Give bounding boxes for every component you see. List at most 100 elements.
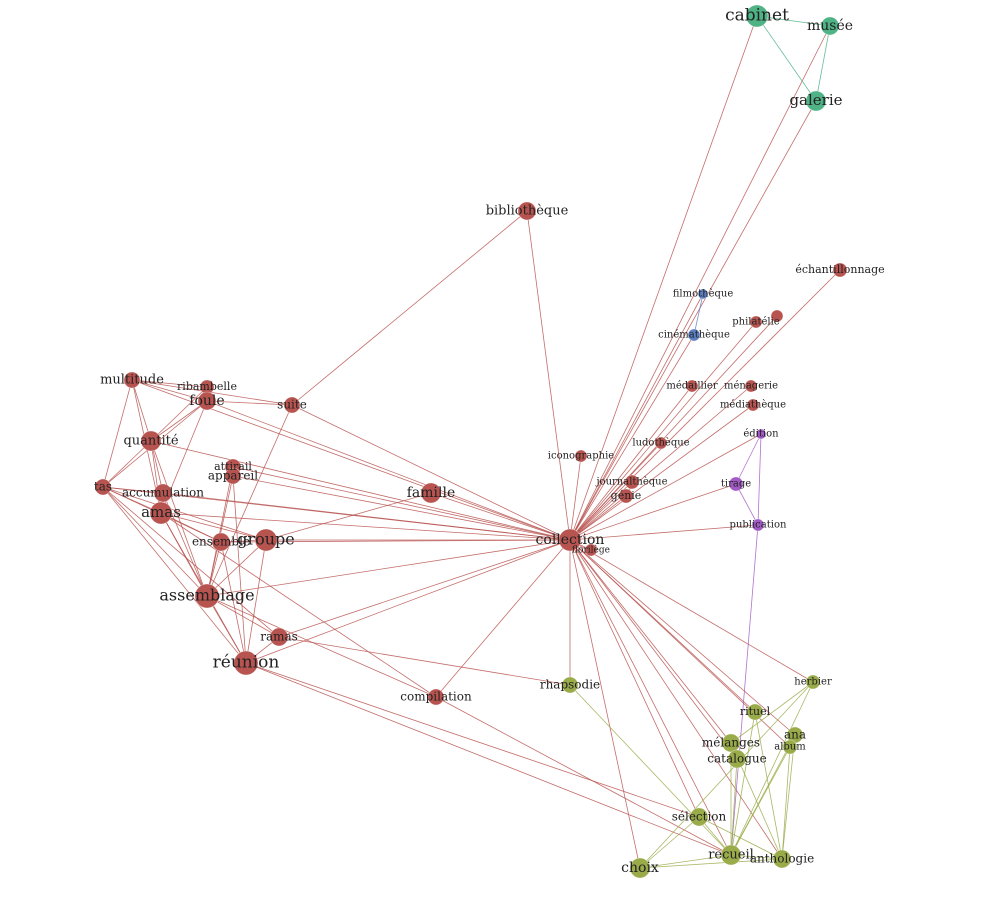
node-amas[interactable] [149, 501, 173, 525]
edge-tirage-publication [735, 483, 759, 526]
edge-selection-choix [639, 816, 700, 869]
edge-groupe-reunion [245, 539, 267, 664]
edge-tas-groupe [102, 486, 267, 541]
node-album[interactable] [782, 739, 798, 755]
node-label-groupe: groupe [237, 530, 295, 549]
node-genie[interactable] [618, 488, 634, 504]
node-menagerie[interactable] [744, 379, 758, 393]
edge-collection-philatelie [569, 321, 757, 541]
node-ensemble[interactable] [211, 532, 231, 552]
edge-collection-filmotheque [569, 293, 704, 541]
node-cinematheque[interactable] [687, 328, 701, 342]
node-label-compilation: compilation [400, 690, 472, 704]
node-rituel[interactable] [746, 703, 764, 721]
node-label-genie: génie [611, 489, 642, 502]
edge-ensemble-reunion [220, 541, 247, 664]
edge-suite-assemblage [206, 404, 293, 597]
node-label-recueil: recueil [708, 848, 754, 863]
edge-compilation-recueil [435, 696, 732, 856]
node-label-collection: collection [536, 532, 605, 548]
edge-rituel-recueil [730, 711, 756, 856]
edge-herbier-recueil [730, 681, 814, 856]
node-label-cabinet: cabinet [725, 6, 789, 26]
node-reunion[interactable] [233, 650, 259, 676]
node-recueil[interactable] [720, 844, 742, 866]
node-tas[interactable] [94, 478, 112, 496]
node-quantite[interactable] [140, 430, 162, 452]
edge-cabinet-galerie [756, 15, 817, 102]
node-rhapsodie[interactable] [561, 676, 579, 694]
node-galerie[interactable] [805, 90, 827, 112]
edge-ana-anthologie [781, 734, 796, 860]
node-label-foule: foule [189, 393, 224, 409]
node-anthologie[interactable] [772, 849, 792, 869]
node-label-cinematheque: cinémathèque [658, 330, 730, 341]
edge-collection-foule [206, 400, 571, 541]
edge-album-anthologie [781, 746, 791, 860]
node-assemblage[interactable] [194, 583, 220, 609]
edge-collection-herbier [569, 539, 814, 683]
edge-cabinet-musee [756, 15, 831, 27]
node-herbier[interactable] [805, 674, 821, 690]
edge-herbier-choix [639, 681, 814, 869]
edge-assemblage-ramas [206, 595, 280, 638]
node-label-ana: ana [784, 728, 806, 742]
edge-collection-suite [291, 404, 571, 541]
edge-foule-quantite [150, 400, 208, 442]
edge-multitude-suite [131, 379, 293, 406]
edge-multitude-quantite [131, 379, 152, 442]
node-appareil[interactable] [224, 467, 242, 485]
node-medaillier[interactable] [685, 379, 699, 393]
node-philatelie[interactable] [749, 315, 763, 329]
node-selection[interactable] [689, 807, 709, 827]
edge-reunion-recueil [245, 662, 732, 856]
edge-tas-reunion [102, 486, 247, 664]
node-famille[interactable] [420, 482, 442, 504]
node-corpus[interactable] [770, 309, 784, 323]
node-label-edition: édition [743, 429, 779, 440]
node-compilation[interactable] [427, 688, 445, 706]
node-florilege[interactable] [584, 543, 598, 557]
node-cabinet[interactable] [745, 4, 769, 28]
node-groupe[interactable] [254, 528, 278, 552]
node-label-bibliotheque: bibliothèque [486, 204, 569, 219]
node-label-echantillonnage: échantillonnage [795, 263, 884, 276]
edge-musee-galerie [815, 25, 831, 102]
node-catalogue[interactable] [727, 749, 747, 769]
node-collection[interactable] [558, 528, 582, 552]
edge-assemblage-reunion [206, 595, 247, 664]
node-label-herbier: herbier [794, 677, 832, 688]
node-echantillonnage[interactable] [832, 262, 848, 278]
edge-collection-assemblage [206, 539, 571, 597]
edge-collection-ana [569, 539, 796, 736]
node-suite[interactable] [283, 396, 301, 414]
edge-collection-catalogue [569, 539, 738, 760]
node-edition[interactable] [755, 428, 767, 440]
edge-collection-publication [569, 524, 759, 541]
node-label-ramas: ramas [260, 630, 298, 644]
edge-multitude-tas [102, 379, 133, 488]
edge-collection-selection [569, 539, 700, 818]
node-journaltheque[interactable] [624, 474, 640, 490]
node-choix[interactable] [629, 857, 651, 879]
node-publication[interactable] [751, 518, 765, 532]
node-ludotheque[interactable] [654, 436, 668, 450]
node-mediatheque[interactable] [746, 398, 760, 412]
edge-tas-ramas [102, 486, 280, 638]
node-filmotheque[interactable] [697, 288, 709, 300]
node-bibliotheque[interactable] [517, 201, 537, 221]
node-multitude[interactable] [123, 371, 141, 389]
edge-collection-echantillonnage [569, 269, 841, 541]
edge-recueil-choix [639, 854, 732, 869]
label-layer: cabinetmuséegaleriebibliothèqueéchantill… [94, 6, 885, 877]
edge-collection-ensemble [220, 539, 571, 543]
node-ramas[interactable] [269, 627, 289, 647]
node-iconographie[interactable] [574, 449, 588, 463]
node-musee[interactable] [820, 16, 840, 36]
edge-collection-ramas [278, 539, 571, 638]
node-foule[interactable] [197, 391, 217, 411]
edge-collection-quantite [150, 440, 571, 541]
node-label-selection: sélection [672, 810, 727, 824]
node-tirage[interactable] [728, 476, 744, 492]
